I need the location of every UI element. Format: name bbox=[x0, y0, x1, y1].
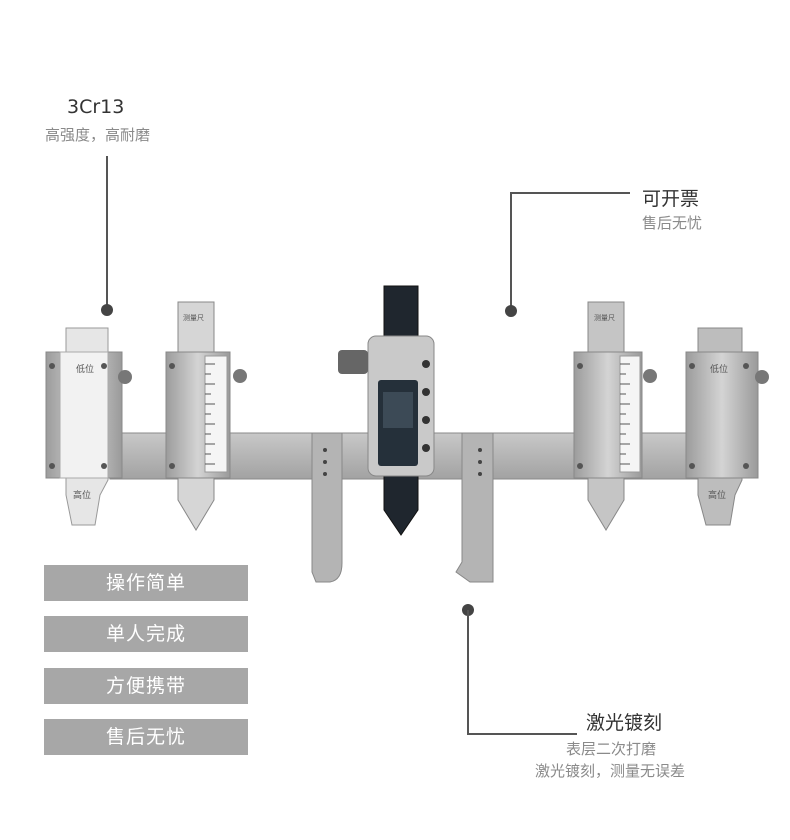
material-leader-line bbox=[106, 156, 108, 306]
invoice-title: 可开票 bbox=[642, 188, 700, 210]
left-ruler-label: 测量尺 bbox=[183, 314, 204, 322]
feature-portable: 方便携带 bbox=[44, 668, 248, 704]
invoice-leader-horizontal bbox=[510, 192, 630, 194]
left-hook bbox=[311, 432, 343, 583]
invoice-leader-vertical bbox=[510, 192, 512, 307]
left-gauge-mark-1: 低位 bbox=[76, 363, 94, 375]
left-height-gauge: 低位 高位 bbox=[45, 327, 132, 526]
right-ruler-gauge: 测量尺 bbox=[573, 301, 657, 531]
left-ruler-gauge: 测量尺 bbox=[165, 301, 247, 531]
feature-single-person: 单人完成 bbox=[44, 616, 248, 652]
material-title: 3Cr13 bbox=[67, 96, 125, 118]
right-hook bbox=[455, 432, 494, 583]
material-leader-dot bbox=[101, 304, 113, 316]
material-subtitle: 高强度，高耐磨 bbox=[45, 126, 151, 144]
laser-leader-vertical bbox=[467, 610, 469, 735]
laser-leader-horizontal bbox=[467, 733, 577, 735]
right-gauge-mark-1: 低位 bbox=[710, 363, 728, 375]
invoice-leader-dot bbox=[505, 305, 517, 317]
right-ruler-label: 测量尺 bbox=[594, 314, 615, 322]
laser-subtitle-line1: 表层二次打磨 bbox=[566, 740, 657, 758]
feature-after-sales: 售后无忧 bbox=[44, 719, 248, 755]
laser-subtitle-line2: 激光镀刻，测量无误差 bbox=[535, 762, 686, 780]
invoice-subtitle: 售后无忧 bbox=[642, 214, 703, 232]
left-gauge-mark-2: 高位 bbox=[73, 489, 91, 501]
feature-easy-operation: 操作简单 bbox=[44, 565, 248, 601]
laser-title: 激光镀刻 bbox=[586, 712, 663, 734]
right-height-gauge: 低位 高位 bbox=[685, 327, 769, 526]
digital-caliper bbox=[338, 285, 435, 536]
gauge-product-image: 低位 高位 测量尺 bbox=[45, 285, 769, 583]
right-gauge-mark-2: 高位 bbox=[708, 489, 726, 501]
